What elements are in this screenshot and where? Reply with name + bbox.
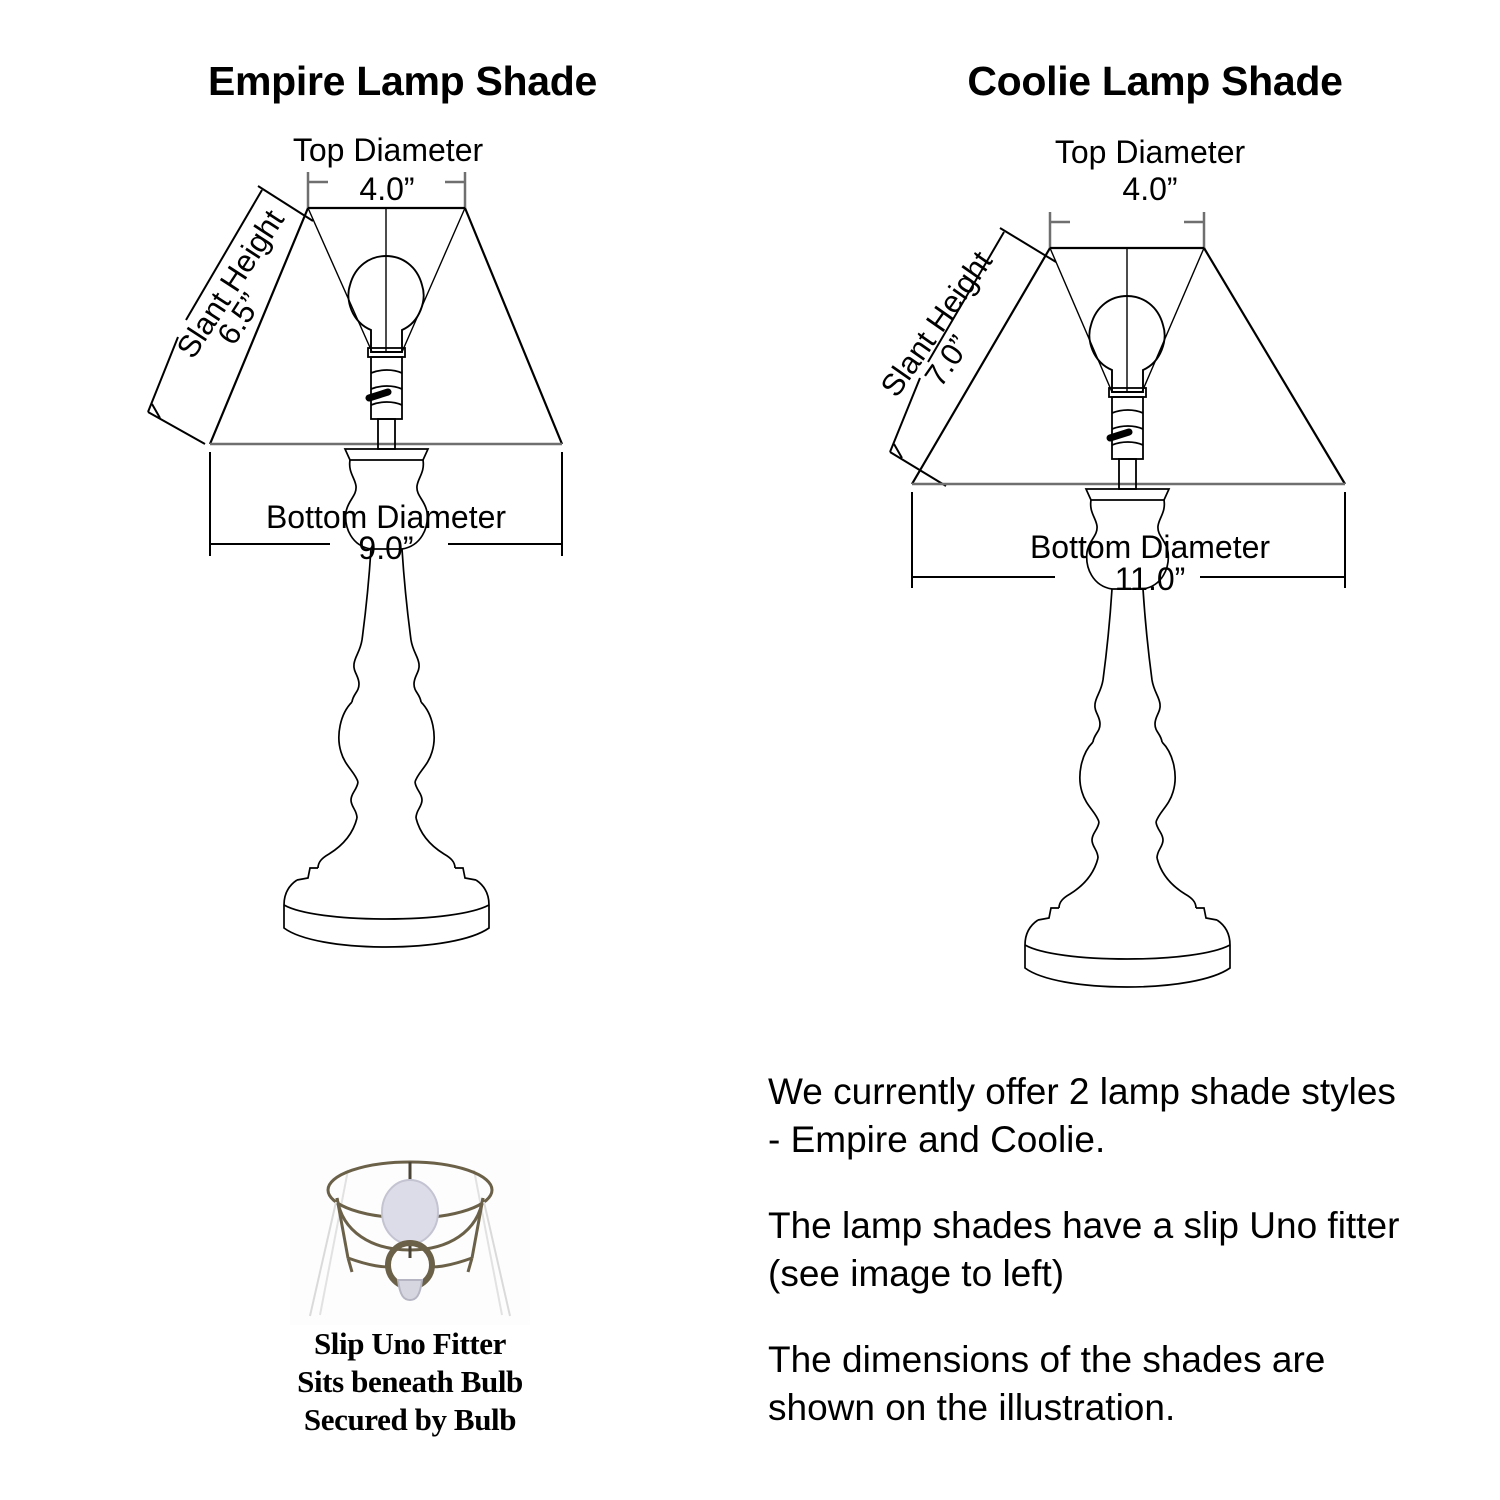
info-paragraph-3: The dimensions of the shades are shown o… xyxy=(768,1339,1326,1429)
uno-fitter-photo xyxy=(290,1140,530,1325)
empire-lamp-illustration xyxy=(147,172,564,948)
empire-bulb xyxy=(347,255,425,353)
empire-top-diameter-label: Top Diameter xyxy=(292,132,484,168)
empire-slant-height-dimension xyxy=(147,185,314,445)
coolie-shade-title: Coolie Lamp Shade xyxy=(967,58,1343,104)
empire-top-diameter-value: 4.0” xyxy=(359,171,415,207)
coolie-lamp-base xyxy=(1024,488,1231,988)
empire-socket xyxy=(365,347,406,450)
empire-lamp-base xyxy=(283,448,490,948)
uno-fitter-caption: Slip Uno Fitter Sits beneath Bulb Secure… xyxy=(230,1325,590,1438)
coolie-socket xyxy=(1106,387,1147,490)
coolie-bottom-diameter-value: 11.0” xyxy=(1114,561,1186,597)
empire-bottom-diameter-dimension xyxy=(209,452,563,556)
empire-shade-title: Empire Lamp Shade xyxy=(207,58,598,104)
empire-bottom-diameter-value: 9.0” xyxy=(358,530,414,566)
info-paragraph-2: The lamp shades have a slip Uno fitter (… xyxy=(768,1205,1400,1295)
coolie-bottom-diameter-label: Bottom Diameter xyxy=(1029,529,1271,565)
uno-fitter-wire-frame-icon xyxy=(290,1140,530,1325)
coolie-top-diameter-label: Top Diameter xyxy=(1054,134,1246,170)
coolie-slant-height-dimension xyxy=(889,227,1057,487)
empire-bottom-diameter-label: Bottom Diameter xyxy=(265,499,507,535)
coolie-lamp-illustration xyxy=(889,212,1346,988)
coolie-bulb xyxy=(1088,295,1166,393)
empire-shade-inner-lines xyxy=(307,207,466,353)
uno-fitter-caption-line-3: Secured by Bulb xyxy=(303,1401,517,1437)
info-text-block: We currently offer 2 lamp shade styles -… xyxy=(768,1068,1408,1433)
uno-fitter-caption-line-1: Slip Uno Fitter xyxy=(313,1326,507,1361)
info-paragraph-1: We currently offer 2 lamp shade styles -… xyxy=(768,1071,1396,1161)
coolie-top-diameter-value: 4.0” xyxy=(1122,171,1178,207)
coolie-bottom-diameter-dimension xyxy=(911,492,1346,588)
uno-fitter-caption-line-2: Sits beneath Bulb xyxy=(297,1363,523,1399)
empire-top-diameter-dimension xyxy=(306,172,467,208)
coolie-top-diameter-dimension xyxy=(1048,212,1206,248)
coolie-shade-inner-lines xyxy=(1049,247,1205,393)
